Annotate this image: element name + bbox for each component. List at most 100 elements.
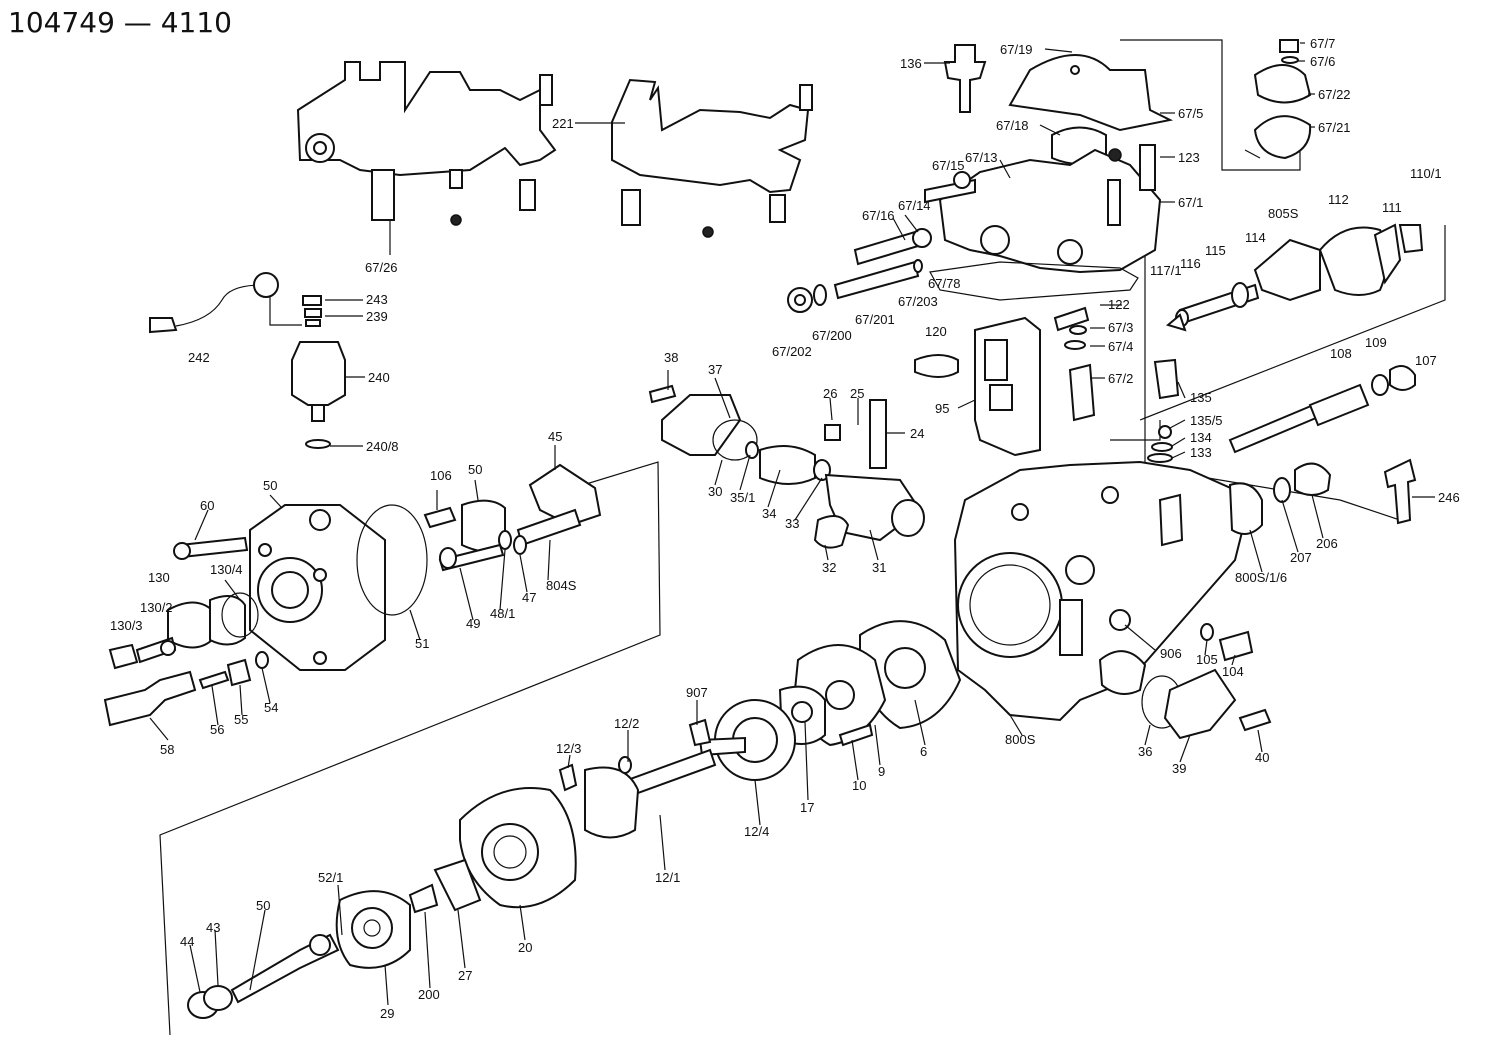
hydraulic-head-assembly bbox=[103, 463, 602, 727]
label-115: 115 bbox=[1205, 243, 1226, 258]
label-33: 33 bbox=[785, 516, 799, 531]
label-48-1: 48/1 bbox=[490, 606, 515, 621]
stop-solenoid-assembly bbox=[149, 272, 346, 449]
label-111: 111 bbox=[1382, 200, 1402, 215]
label-135: 135 bbox=[1190, 390, 1212, 405]
label-108: 108 bbox=[1330, 346, 1352, 361]
label-67-22: 67/22 bbox=[1318, 87, 1351, 102]
label-67-7: 67/7 bbox=[1310, 36, 1335, 51]
label-55: 55 bbox=[234, 712, 248, 727]
part-labels: 136 67/19 67/7 67/6 67/22 67/21 67/5 67/… bbox=[110, 36, 1460, 1021]
label-120: 120 bbox=[925, 324, 947, 339]
label-134: 134 bbox=[1190, 430, 1212, 445]
flyweight-parts bbox=[648, 384, 925, 549]
label-107: 107 bbox=[1415, 353, 1437, 368]
label-24: 24 bbox=[910, 426, 924, 441]
label-221: 221 bbox=[552, 116, 574, 131]
label-56: 56 bbox=[210, 722, 224, 737]
label-67-18: 67/18 bbox=[996, 118, 1029, 133]
governor-bracket-assembly-right bbox=[611, 78, 813, 238]
label-133: 133 bbox=[1190, 445, 1212, 460]
label-10: 10 bbox=[852, 778, 866, 793]
lever-module bbox=[914, 306, 1180, 463]
label-135-5: 135/5 bbox=[1190, 413, 1223, 428]
label-36: 36 bbox=[1138, 744, 1152, 759]
label-50-c: 50 bbox=[256, 898, 270, 913]
label-67-15: 67/15 bbox=[932, 158, 965, 173]
label-67-203: 67/203 bbox=[898, 294, 938, 309]
label-52-1: 52/1 bbox=[318, 870, 343, 885]
label-114: 114 bbox=[1245, 230, 1266, 245]
label-130: 130 bbox=[148, 570, 170, 585]
label-39: 39 bbox=[1172, 761, 1186, 776]
label-800s-1-6: 800S/1/6 bbox=[1235, 570, 1287, 585]
label-25: 25 bbox=[850, 386, 864, 401]
label-67-4: 67/4 bbox=[1108, 339, 1133, 354]
label-12-3: 12/3 bbox=[556, 741, 581, 756]
drive-train bbox=[558, 620, 962, 839]
label-12-2: 12/2 bbox=[614, 716, 639, 731]
label-130-4: 130/4 bbox=[210, 562, 243, 577]
label-67-21: 67/21 bbox=[1318, 120, 1351, 135]
drawing-number: 104749 — 4110 bbox=[8, 6, 232, 39]
label-38: 38 bbox=[664, 350, 678, 365]
label-67-16: 67/16 bbox=[862, 208, 895, 223]
label-54: 54 bbox=[264, 700, 278, 715]
label-67-3: 67/3 bbox=[1108, 320, 1133, 335]
label-906: 906 bbox=[1160, 646, 1182, 661]
label-67-13: 67/13 bbox=[965, 150, 998, 165]
label-112: 112 bbox=[1328, 192, 1349, 207]
label-27: 27 bbox=[458, 968, 472, 983]
label-800s: 800S bbox=[1005, 732, 1036, 747]
label-206: 206 bbox=[1316, 536, 1338, 551]
label-95: 95 bbox=[935, 401, 949, 416]
label-67-200: 67/200 bbox=[812, 328, 852, 343]
label-6: 6 bbox=[920, 744, 927, 759]
label-44: 44 bbox=[180, 934, 194, 949]
label-116: 116 bbox=[1180, 256, 1201, 271]
drive-shaft-108 bbox=[1228, 365, 1416, 454]
label-67-19: 67/19 bbox=[1000, 42, 1033, 57]
label-106: 106 bbox=[430, 468, 452, 483]
label-17: 17 bbox=[800, 800, 814, 815]
cam-and-roller-ring bbox=[187, 787, 577, 1019]
label-67-14: 67/14 bbox=[898, 198, 931, 213]
label-67-26: 67/26 bbox=[365, 260, 398, 275]
label-60: 60 bbox=[200, 498, 214, 513]
label-29: 29 bbox=[380, 1006, 394, 1021]
label-37: 37 bbox=[708, 362, 722, 377]
label-51: 51 bbox=[415, 636, 429, 651]
label-40: 40 bbox=[1255, 750, 1269, 765]
label-20: 20 bbox=[518, 940, 532, 955]
label-104: 104 bbox=[1222, 664, 1244, 679]
label-130-3: 130/3 bbox=[110, 618, 143, 633]
label-240: 240 bbox=[368, 370, 390, 385]
governor-bracket-assembly-left bbox=[296, 61, 557, 226]
label-50-a: 50 bbox=[468, 462, 482, 477]
label-58: 58 bbox=[160, 742, 174, 757]
label-117-1: 117/1 bbox=[1150, 263, 1182, 278]
label-30: 30 bbox=[708, 484, 722, 499]
label-67-201: 67/201 bbox=[855, 312, 895, 327]
label-240-8: 240/8 bbox=[366, 439, 399, 454]
label-67-78: 67/78 bbox=[928, 276, 961, 291]
label-136: 136 bbox=[900, 56, 922, 71]
label-122: 122 bbox=[1108, 297, 1130, 312]
label-907: 907 bbox=[686, 685, 708, 700]
label-43: 43 bbox=[206, 920, 220, 935]
label-50-b: 50 bbox=[263, 478, 277, 493]
label-207: 207 bbox=[1290, 550, 1312, 565]
label-246: 246 bbox=[1438, 490, 1460, 505]
cover-plate bbox=[1141, 668, 1272, 740]
label-26: 26 bbox=[823, 386, 837, 401]
label-34: 34 bbox=[762, 506, 776, 521]
label-12-4: 12/4 bbox=[744, 824, 769, 839]
label-200: 200 bbox=[418, 987, 440, 1002]
label-47: 47 bbox=[522, 590, 536, 605]
label-32: 32 bbox=[822, 560, 836, 575]
label-130-2: 130/2 bbox=[140, 600, 173, 615]
label-67-2: 67/2 bbox=[1108, 371, 1133, 386]
label-110-1: 110/1 bbox=[1410, 166, 1442, 181]
control-lever-assembly bbox=[1165, 223, 1424, 332]
